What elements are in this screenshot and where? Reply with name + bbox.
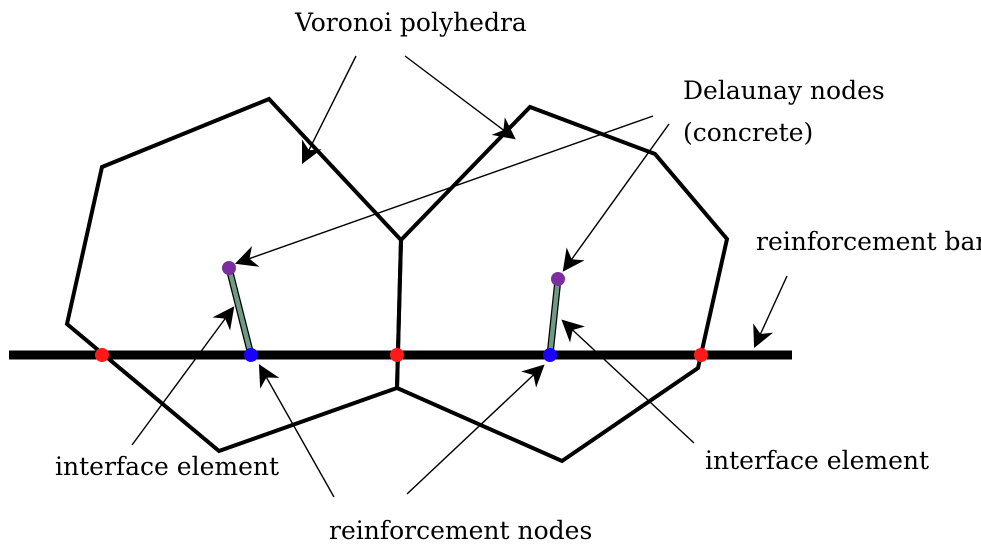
delaunay-node-left (222, 261, 236, 275)
label-interface-element-left: interface element (55, 452, 279, 481)
label-reinforcement-nodes: reinforcement nodes (329, 516, 592, 545)
arrow-delaunay-left (234, 115, 654, 267)
arrow-reinforcement-bar (753, 275, 788, 349)
label-delaunay-nodes: Delaunay nodes (683, 76, 885, 105)
arrow-interface-right (561, 319, 695, 444)
arrow-delaunay-right (562, 123, 670, 272)
label-voronoi-polyhedra: Voronoi polyhedra (294, 8, 527, 37)
delaunay-node-right (551, 272, 565, 286)
intersection-node-2 (390, 348, 404, 362)
interface-element-right (546, 278, 562, 356)
label-interface-element-right: interface element (705, 446, 929, 475)
arrow-reinforcement-nodes-left (258, 364, 335, 498)
intersection-node-1 (95, 348, 109, 362)
intersection-node-3 (694, 348, 708, 362)
reinforcement-node-right (543, 348, 557, 362)
arrow-voronoi-left (302, 55, 357, 164)
arrow-interface-left (131, 306, 235, 446)
interface-element-left (225, 267, 255, 356)
label-reinforcement-bar: reinforcement bar (756, 227, 981, 256)
arrow-voronoi-right (404, 55, 516, 140)
label-concrete: (concrete) (683, 118, 813, 147)
arrow-reinforcement-nodes-right (406, 364, 545, 495)
reinforcement-node-left (244, 348, 258, 362)
voronoi-cell-right (394, 104, 730, 464)
